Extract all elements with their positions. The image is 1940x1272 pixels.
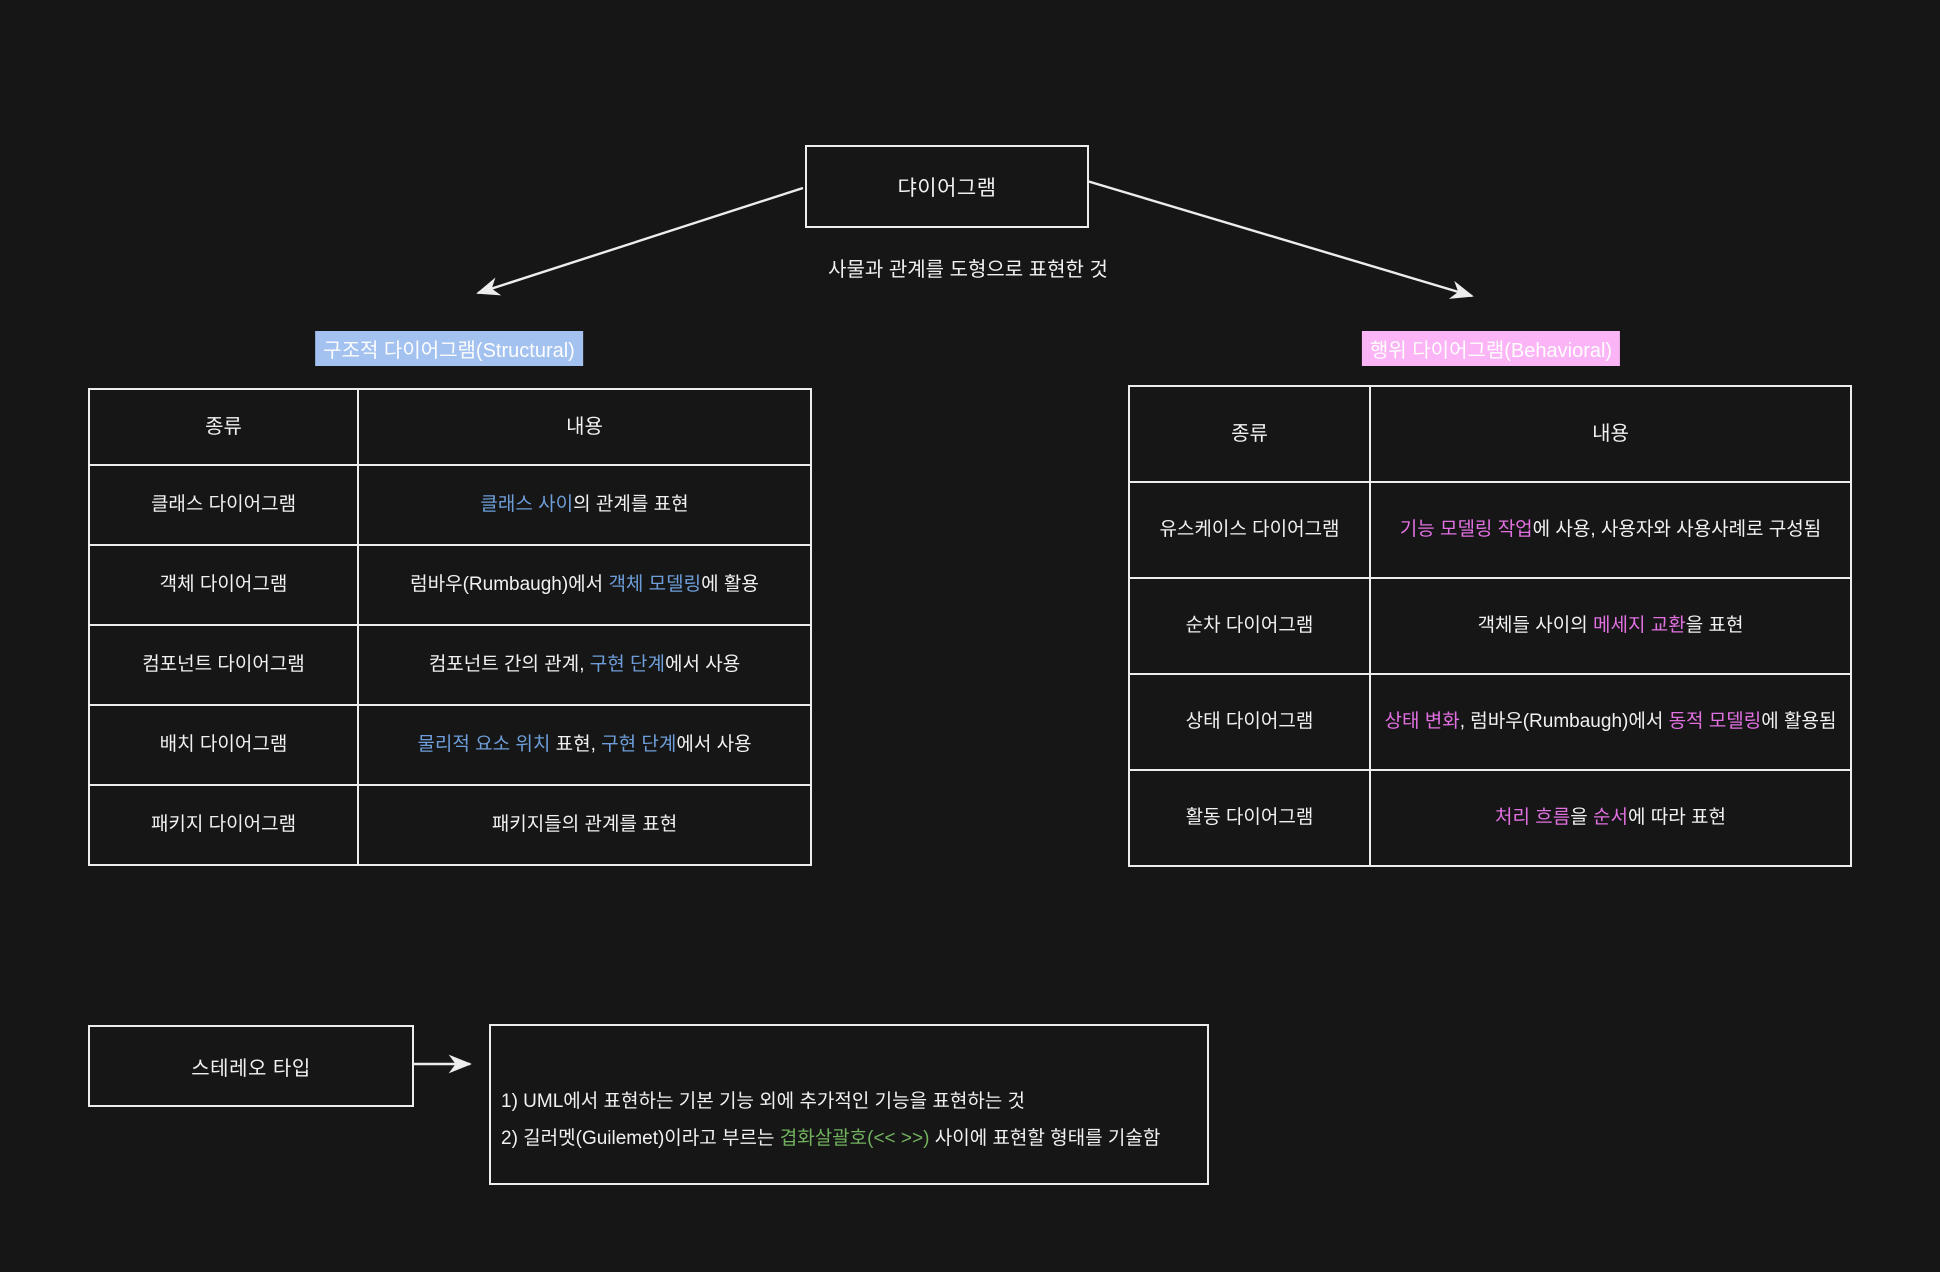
- highlighted-term: 객체 모델링: [608, 573, 702, 595]
- note-line: 2) 길러멧(Guilemet)이라고 부르는 겹화살괄호(<< >>) 사이에…: [501, 1120, 1160, 1157]
- text-segment: 에 활용됨: [1761, 710, 1837, 732]
- desc-text: 처리 흐름을 순서에 따라 표현: [1495, 804, 1726, 833]
- edge-to-structural-arrow: [476, 186, 804, 296]
- table-cell-desc: 상태 변화, 럼바우(Rumbaugh)에서 동적 모델링에 활용됨: [1370, 674, 1851, 770]
- table-row: 상태 다이어그램 상태 변화, 럼바우(Rumbaugh)에서 동적 모델링에 활…: [1129, 674, 1851, 770]
- highlighted-term: 기능 모델링 작업: [1399, 518, 1533, 540]
- stereotype-label: 스테레오 타입: [191, 1057, 311, 1080]
- behavioral-label: 행위 다이어그램(Behavioral): [1361, 331, 1621, 366]
- table-cell-kind: 순차 다이어그램: [1129, 578, 1370, 674]
- table-row: 클래스 다이어그램 클래스 사이의 관계를 표현: [89, 465, 811, 545]
- table-row: 활동 다이어그램 처리 흐름을 순서에 따라 표현: [1129, 770, 1851, 866]
- table-cell-kind: 컴포넌트 다이어그램: [89, 625, 358, 705]
- table-cell-desc: 럼바우(Rumbaugh)에서 객체 모델링에 활용: [358, 545, 811, 625]
- highlighted-term: 구현 단계: [601, 733, 677, 755]
- table-row: 배치 다이어그램 물리적 요소 위치 표현, 구현 단계에서 사용: [89, 705, 811, 785]
- desc-text: 패키지들의 관계를 표현: [492, 811, 677, 840]
- desc-text: 객체들 사이의 메세지 교환을 표현: [1478, 612, 1744, 641]
- table-row: 컴포넌트 다이어그램 컴포넌트 간의 관계, 구현 단계에서 사용: [89, 625, 811, 705]
- root-node-subtitle: 사물과 관계를 도형으로 표현한 것: [828, 259, 1108, 281]
- stereotype-note-text: 1) UML에서 표현하는 기본 기능 외에 추가적인 기능을 표현하는 것 2)…: [501, 1083, 1160, 1157]
- text-segment: 에 활용: [701, 573, 759, 595]
- stereotype-node-box: 스테레오 타입: [88, 1025, 414, 1107]
- text-segment: 사이에 표현할 형태를 기술함: [929, 1128, 1161, 1149]
- desc-text: 럼바우(Rumbaugh)에서 객체 모델링에 활용: [410, 571, 759, 600]
- table-header-cell: 종류: [89, 389, 358, 465]
- text-segment: , 럼바우(Rumbaugh)에서: [1459, 710, 1669, 732]
- highlighted-term: 동적 모델링: [1668, 710, 1762, 732]
- desc-text: 기능 모델링 작업에 사용, 사용자와 사용사례로 구성됨: [1400, 516, 1822, 545]
- table-row: 패키지 다이어그램 패키지들의 관계를 표현: [89, 785, 811, 865]
- table-header-cell: 내용: [358, 389, 811, 465]
- highlighted-term: 메세지 교환: [1593, 614, 1686, 636]
- text-segment: 컴포넌트 간의 관계,: [428, 653, 590, 675]
- table-row: 순차 다이어그램 객체들 사이의 메세지 교환을 표현: [1129, 578, 1851, 674]
- table-cell-kind: 유스케이스 다이어그램: [1129, 482, 1370, 578]
- text-segment: 을: [1570, 806, 1594, 828]
- structural-label: 구조적 다이어그램(Structural): [315, 331, 583, 366]
- table-cell-kind: 배치 다이어그램: [89, 705, 358, 785]
- table-cell-desc: 객체들 사이의 메세지 교환을 표현: [1370, 578, 1851, 674]
- table-cell-desc: 기능 모델링 작업에 사용, 사용자와 사용사례로 구성됨: [1370, 482, 1851, 578]
- table-cell-kind: 클래스 다이어그램: [89, 465, 358, 545]
- highlighted-term: 처리 흐름: [1495, 806, 1571, 828]
- table-cell-kind: 활동 다이어그램: [1129, 770, 1370, 866]
- text-segment: 1) UML에서 표현하는 기본 기능 외에 추가적인 기능을 표현하는 것: [501, 1091, 1026, 1112]
- text-segment: 을 표현: [1685, 614, 1744, 636]
- table-cell-kind: 패키지 다이어그램: [89, 785, 358, 865]
- table-cell-desc: 패키지들의 관계를 표현: [358, 785, 811, 865]
- desc-text: 상태 변화, 럼바우(Rumbaugh)에서 동적 모델링에 활용됨: [1385, 708, 1837, 737]
- text-segment: 럼바우(Rumbaugh)에서: [410, 573, 609, 595]
- text-segment: 에 따라 표현: [1627, 806, 1726, 828]
- text-segment: 에 사용, 사용자와 사용사례로 구성됨: [1532, 518, 1822, 540]
- stereotype-note-box: 1) UML에서 표현하는 기본 기능 외에 추가적인 기능을 표현하는 것 2)…: [489, 1024, 1209, 1185]
- highlighted-term: 상태 변화: [1384, 710, 1460, 732]
- table-header-cell: 종류: [1129, 386, 1370, 482]
- table-cell-desc: 클래스 사이의 관계를 표현: [358, 465, 811, 545]
- root-node-title: 댜이어그램: [897, 176, 997, 200]
- text-segment: 에서 사용: [664, 653, 741, 675]
- highlighted-term: 구현 단계: [589, 653, 665, 675]
- highlighted-term: 겹화살괄호(<< >>): [779, 1128, 930, 1149]
- highlighted-term: 클래스 사이: [480, 493, 574, 515]
- table-cell-desc: 처리 흐름을 순서에 따라 표현: [1370, 770, 1851, 866]
- text-segment: 표현,: [550, 733, 602, 755]
- table-row: 객체 다이어그램 럼바우(Rumbaugh)에서 객체 모델링에 활용: [89, 545, 811, 625]
- text-segment: 2) 길러멧(Guilemet)이라고 부르는: [501, 1128, 780, 1149]
- highlighted-term: 물리적 요소 위치: [417, 733, 551, 755]
- desc-text: 클래스 사이의 관계를 표현: [480, 491, 688, 520]
- note-line: 1) UML에서 표현하는 기본 기능 외에 추가적인 기능을 표현하는 것: [501, 1083, 1160, 1120]
- text-segment: 에서 사용: [676, 733, 752, 755]
- text-segment: 패키지들의 관계를 표현: [491, 813, 678, 835]
- table-cell-desc: 컴포넌트 간의 관계, 구현 단계에서 사용: [358, 625, 811, 705]
- table-cell-desc: 물리적 요소 위치 표현, 구현 단계에서 사용: [358, 705, 811, 785]
- table-header-cell: 내용: [1370, 386, 1851, 482]
- desc-text: 물리적 요소 위치 표현, 구현 단계에서 사용: [417, 731, 751, 760]
- root-node-box: 댜이어그램: [805, 145, 1089, 228]
- table-cell-kind: 상태 다이어그램: [1129, 674, 1370, 770]
- desc-text: 컴포넌트 간의 관계, 구현 단계에서 사용: [429, 651, 740, 680]
- text-segment: 객체들 사이의: [1477, 614, 1594, 636]
- highlighted-term: 순서: [1593, 806, 1628, 828]
- text-segment: 의 관계를 표현: [573, 493, 689, 515]
- table-cell-kind: 객체 다이어그램: [89, 545, 358, 625]
- table-row: 유스케이스 다이어그램 기능 모델링 작업에 사용, 사용자와 사용사례로 구성됨: [1129, 482, 1851, 578]
